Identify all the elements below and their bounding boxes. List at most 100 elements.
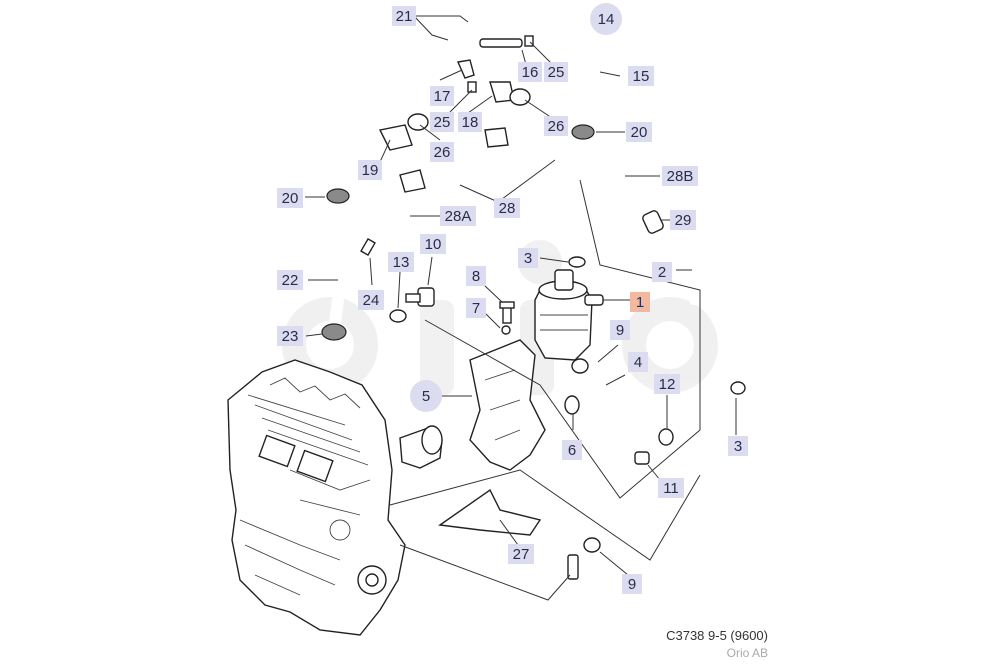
svg-text:20: 20 bbox=[631, 124, 648, 141]
svg-text:28: 28 bbox=[499, 200, 516, 217]
callout-20b: 20 bbox=[626, 122, 652, 142]
svg-text:27: 27 bbox=[513, 546, 530, 563]
hose-12-branch bbox=[676, 391, 742, 436]
svg-text:8: 8 bbox=[472, 268, 480, 285]
svg-text:12: 12 bbox=[659, 376, 676, 393]
callout-3a: 3 bbox=[518, 248, 538, 268]
svg-text:1: 1 bbox=[636, 294, 644, 311]
clamp-26b bbox=[407, 113, 429, 131]
clamp-23 bbox=[321, 323, 347, 341]
svg-text:7: 7 bbox=[472, 300, 480, 317]
callout-18: 18 bbox=[458, 112, 482, 132]
callout-13: 13 bbox=[388, 252, 414, 272]
clamp-20a bbox=[326, 188, 350, 204]
brand-name: Orio AB bbox=[726, 646, 768, 660]
callout-labels: 14 21 16 25 15 17 25 18 bbox=[277, 3, 748, 594]
svg-text:26: 26 bbox=[434, 144, 451, 161]
callout-28a: 28A bbox=[440, 206, 476, 226]
screw-9c bbox=[567, 554, 579, 580]
callout-9a: 9 bbox=[610, 320, 630, 340]
diagram-code: C3738 9-5 (9600) bbox=[666, 628, 768, 643]
callout-16: 16 bbox=[518, 62, 542, 82]
callout-25a: 25 bbox=[544, 62, 568, 82]
callout-14: 14 bbox=[590, 3, 622, 35]
hose-28b bbox=[540, 143, 631, 245]
svg-text:10: 10 bbox=[425, 236, 442, 253]
svg-text:5: 5 bbox=[422, 388, 430, 405]
bolt-8 bbox=[499, 301, 515, 324]
washer-13 bbox=[389, 309, 407, 323]
bracket-5 bbox=[469, 339, 546, 471]
svg-text:22: 22 bbox=[282, 272, 299, 289]
nut-7 bbox=[501, 325, 511, 335]
callout-28: 28 bbox=[494, 198, 520, 218]
hose-2 bbox=[688, 256, 764, 395]
svg-text:23: 23 bbox=[282, 328, 299, 345]
svg-text:26: 26 bbox=[548, 118, 565, 135]
connector-11 bbox=[634, 451, 650, 465]
svg-text:24: 24 bbox=[363, 292, 380, 309]
svg-text:28A: 28A bbox=[445, 208, 472, 225]
clamp-20b bbox=[571, 124, 595, 140]
leader-lines bbox=[305, 15, 737, 601]
pipe-16 bbox=[479, 38, 523, 48]
bolt-10 bbox=[405, 287, 435, 307]
callout-9b: 9 bbox=[622, 574, 642, 594]
bracket-27 bbox=[438, 488, 542, 536]
callout-20a: 20 bbox=[277, 188, 303, 208]
svg-text:19: 19 bbox=[362, 162, 379, 179]
engine-block bbox=[227, 359, 406, 636]
coupler-29 bbox=[642, 210, 664, 234]
clamp-24 bbox=[360, 237, 376, 257]
svg-text:2: 2 bbox=[658, 264, 666, 281]
callout-2: 2 bbox=[652, 262, 672, 282]
svg-text:6: 6 bbox=[568, 442, 576, 459]
callout-11: 11 bbox=[658, 478, 684, 498]
svg-text:9: 9 bbox=[616, 322, 624, 339]
svg-text:13: 13 bbox=[393, 254, 410, 271]
callout-22: 22 bbox=[277, 270, 303, 290]
callout-15: 15 bbox=[628, 66, 654, 86]
callout-1: 1 bbox=[630, 292, 650, 312]
clamp-3a bbox=[568, 256, 586, 268]
callout-8: 8 bbox=[466, 266, 486, 286]
clamp-9b bbox=[583, 537, 601, 553]
svg-text:18: 18 bbox=[462, 114, 479, 131]
svg-text:9: 9 bbox=[628, 576, 636, 593]
thermostat-housing bbox=[399, 425, 443, 469]
svg-text:14: 14 bbox=[598, 11, 615, 28]
callout-12: 12 bbox=[654, 374, 680, 394]
svg-text:17: 17 bbox=[434, 88, 451, 105]
callout-23: 23 bbox=[277, 326, 303, 346]
svg-text:15: 15 bbox=[633, 68, 650, 85]
callout-10: 10 bbox=[420, 234, 446, 254]
svg-text:3: 3 bbox=[734, 438, 742, 455]
callout-29: 29 bbox=[670, 210, 696, 230]
callout-28b: 28B bbox=[662, 166, 698, 186]
svg-text:4: 4 bbox=[634, 354, 642, 371]
upper-hose-15 bbox=[462, 3, 601, 136]
svg-text:16: 16 bbox=[522, 64, 539, 81]
callout-19: 19 bbox=[358, 160, 382, 180]
svg-text:21: 21 bbox=[396, 8, 413, 25]
svg-text:29: 29 bbox=[675, 212, 692, 229]
bracket-28 bbox=[399, 169, 426, 193]
svg-text:25: 25 bbox=[434, 114, 451, 131]
callout-6: 6 bbox=[562, 440, 582, 460]
hose-4 bbox=[579, 366, 617, 546]
clamp-3b bbox=[730, 381, 746, 395]
screw-25b bbox=[467, 81, 477, 93]
hose-21 bbox=[332, 25, 445, 200]
callout-5: 5 bbox=[410, 380, 442, 412]
callout-7: 7 bbox=[466, 298, 486, 318]
bracket-19 bbox=[378, 124, 413, 151]
callout-26b: 26 bbox=[430, 142, 454, 162]
svg-text:20: 20 bbox=[282, 190, 299, 207]
svg-text:11: 11 bbox=[663, 480, 679, 497]
tee-connector bbox=[484, 127, 509, 148]
clamp-12 bbox=[658, 428, 674, 446]
callout-4: 4 bbox=[628, 352, 648, 372]
callout-17: 17 bbox=[430, 86, 454, 106]
clamp-6 bbox=[564, 395, 580, 415]
